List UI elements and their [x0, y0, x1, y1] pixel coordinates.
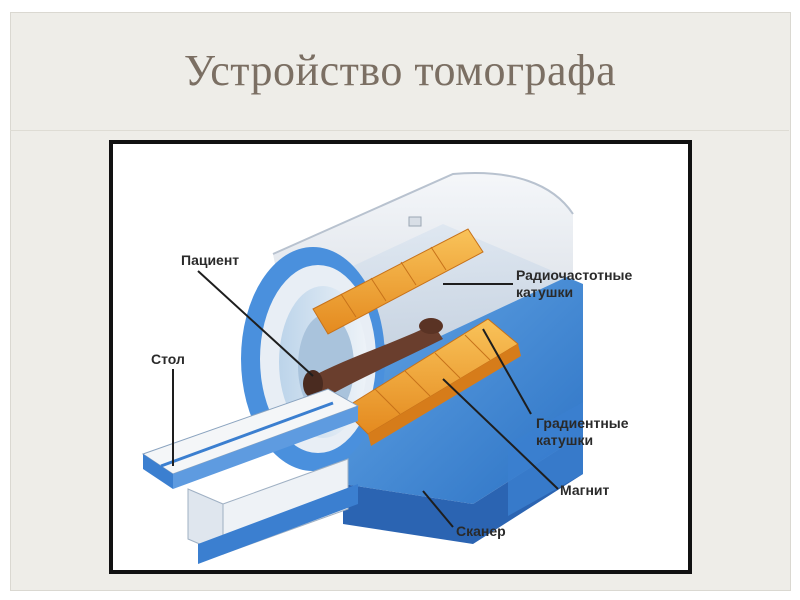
leader-scanner: [422, 490, 454, 528]
label-rf-coils-line2: катушки: [516, 284, 573, 300]
leader-patient: [197, 270, 314, 377]
label-magnet: Магнит: [560, 482, 610, 498]
patient-figure: [303, 318, 443, 399]
label-patient: Пациент: [181, 252, 239, 268]
gradient-coils: [342, 318, 521, 446]
hood-clip: [408, 216, 422, 227]
slide-title: Устройство томографа: [183, 46, 617, 95]
leader-lines: [172, 270, 559, 528]
label-scanner: Сканер: [456, 523, 506, 539]
label-gradient-coils-line1: Градиентные: [536, 415, 629, 431]
rf-coils: [312, 228, 484, 335]
label-table: Стол: [151, 351, 185, 367]
leader-magnet: [442, 378, 559, 490]
patient-table: [141, 388, 360, 564]
label-gradient-coils-line2: катушки: [536, 432, 593, 448]
tomograph-diagram: Пациент Стол Радиочастотные катушки Град…: [113, 144, 688, 570]
label-rf-coils-line1: Радиочастотные: [516, 267, 632, 283]
leader-gradient-coils: [482, 328, 532, 415]
title-divider: [10, 130, 789, 131]
diagram-frame: Пациент Стол Радиочастотные катушки Град…: [109, 140, 692, 574]
